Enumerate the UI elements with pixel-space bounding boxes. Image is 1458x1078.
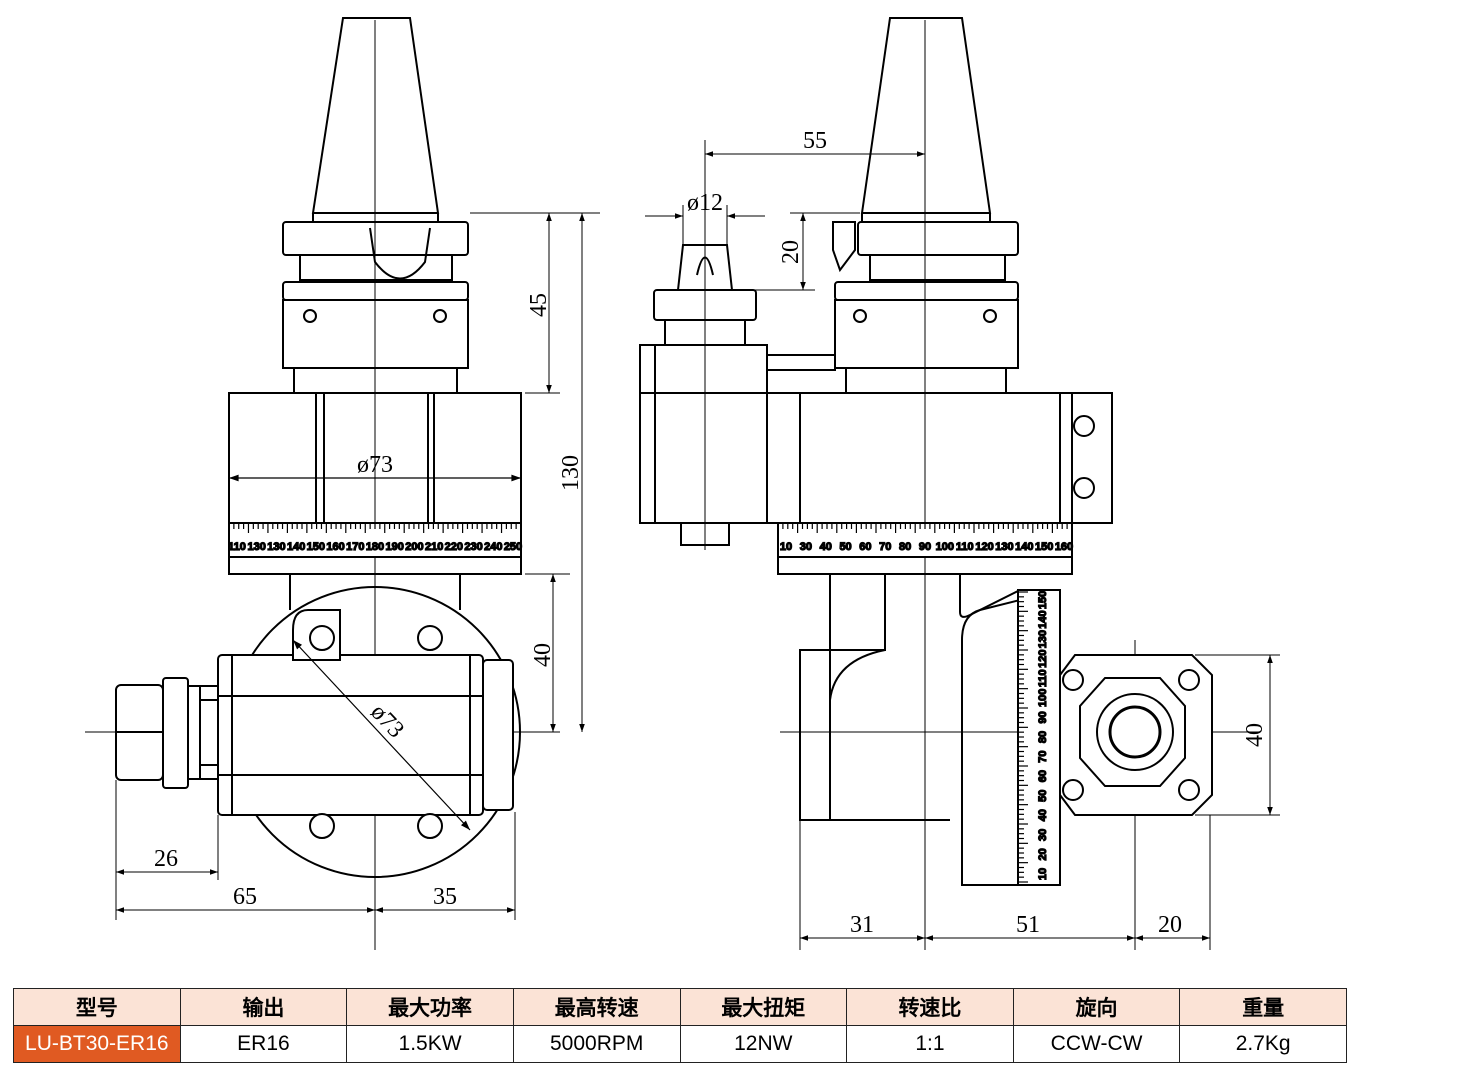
- vertical-dial-label: 100: [1037, 689, 1049, 707]
- right-dial-label: 160: [1055, 541, 1073, 553]
- tool-flange: [282, 221, 469, 256]
- header-max-power: 最大功率: [346, 988, 514, 1026]
- right-dial-label: 50: [839, 541, 851, 553]
- table-row: LU-BT30-ER16 ER16 1.5KW 5000RPM 12NW 1:1…: [13, 1025, 1347, 1063]
- cell-model: LU-BT30-ER16: [13, 1025, 181, 1063]
- left-dial-label: 210: [425, 541, 443, 553]
- vertical-dial-label: 130: [1037, 630, 1049, 648]
- left-dial-label: 190: [386, 541, 404, 553]
- right-dial-label: 80: [899, 541, 911, 553]
- left-dial-label: 130: [248, 541, 266, 553]
- dim-40-left: 40: [530, 643, 556, 667]
- dim-20-vertical: 20: [778, 240, 804, 264]
- cell-weight: 2.7Kg: [1179, 1025, 1347, 1063]
- cell-max-speed: 5000RPM: [512, 1025, 681, 1063]
- right-dial-label: 140: [1015, 541, 1033, 553]
- header-max-speed: 最高转速: [512, 988, 681, 1026]
- dim-55: 55: [803, 128, 827, 154]
- vertical-dial-label: 60: [1037, 770, 1049, 782]
- right-dial-label: 150: [1035, 541, 1053, 553]
- left-dial-label: 170: [346, 541, 364, 553]
- vertical-dial-label: 110: [1037, 669, 1049, 687]
- right-dial-label: 60: [859, 541, 871, 553]
- vertical-dial-label: 90: [1037, 711, 1049, 723]
- vertical-dial-label: 10: [1037, 868, 1049, 880]
- dim-dia12: ø12: [687, 190, 723, 216]
- dim-26: 26: [154, 846, 178, 872]
- header-rotation: 旋向: [1012, 988, 1181, 1026]
- vertical-dial-label: 150: [1037, 591, 1049, 609]
- vertical-dial-label: 120: [1037, 650, 1049, 668]
- header-max-torque: 最大扭矩: [679, 988, 848, 1026]
- cell-max-torque: 12NW: [679, 1025, 848, 1063]
- cell-output: ER16: [179, 1025, 348, 1063]
- vertical-dial-label: 40: [1037, 809, 1049, 821]
- dim-20-bottom: 20: [1158, 912, 1182, 938]
- vertical-dial-label: 20: [1037, 848, 1049, 860]
- header-model: 型号: [13, 988, 181, 1026]
- header-ratio: 转速比: [846, 988, 1014, 1026]
- cell-ratio: 1:1: [846, 1025, 1014, 1063]
- left-dial-label: 160: [326, 541, 344, 553]
- left-dial-label: 240: [484, 541, 502, 553]
- dim-130: 130: [558, 455, 584, 491]
- spec-table: 型号 输出 最大功率 最高转速 最大扭矩 转速比 旋向 重量 LU-BT30-E…: [13, 988, 1347, 1063]
- right-dial-label: 40: [820, 541, 832, 553]
- header-weight: 重量: [1179, 988, 1347, 1026]
- left-dial-label: 220: [445, 541, 463, 553]
- left-dial-label: 140: [287, 541, 305, 553]
- right-dial-label: 110: [956, 541, 974, 553]
- dim-40-right: 40: [1242, 723, 1268, 747]
- vertical-dial-label: 50: [1037, 790, 1049, 802]
- right-dial-label: 30: [800, 541, 812, 553]
- vertical-dial-label: 70: [1037, 750, 1049, 762]
- dim-35: 35: [433, 884, 457, 910]
- vertical-dial-label: 80: [1037, 731, 1049, 743]
- vertical-dial-label: 140: [1037, 610, 1049, 628]
- cell-max-power: 1.5KW: [346, 1025, 514, 1063]
- right-dial-label: 120: [975, 541, 993, 553]
- dim-45: 45: [526, 293, 552, 317]
- left-dial-label: 200: [405, 541, 423, 553]
- right-dial-label: 130: [995, 541, 1013, 553]
- right-dial-label: 100: [936, 541, 954, 553]
- header-output: 输出: [179, 988, 348, 1026]
- left-dial-label: 150: [307, 541, 325, 553]
- left-dial-label: 250: [504, 541, 522, 553]
- cell-rotation: CCW-CW: [1012, 1025, 1181, 1063]
- right-dial-label: 90: [919, 541, 931, 553]
- right-dial-label: 10: [780, 541, 792, 553]
- vertical-dial-label: 30: [1037, 829, 1049, 841]
- left-dial-label: 180: [366, 541, 384, 553]
- table-header-row: 型号 输出 最大功率 最高转速 最大扭矩 转速比 旋向 重量: [13, 988, 1347, 1026]
- dim-51: 51: [1016, 912, 1040, 938]
- dim-dia73-horizontal: ø73: [357, 452, 393, 478]
- right-dial-label: 70: [879, 541, 891, 553]
- left-dial-label: 130: [267, 541, 285, 553]
- left-dial-label: 230: [464, 541, 482, 553]
- dim-31: 31: [850, 912, 874, 938]
- left-dial-label: 110: [228, 541, 246, 553]
- dim-65: 65: [233, 884, 257, 910]
